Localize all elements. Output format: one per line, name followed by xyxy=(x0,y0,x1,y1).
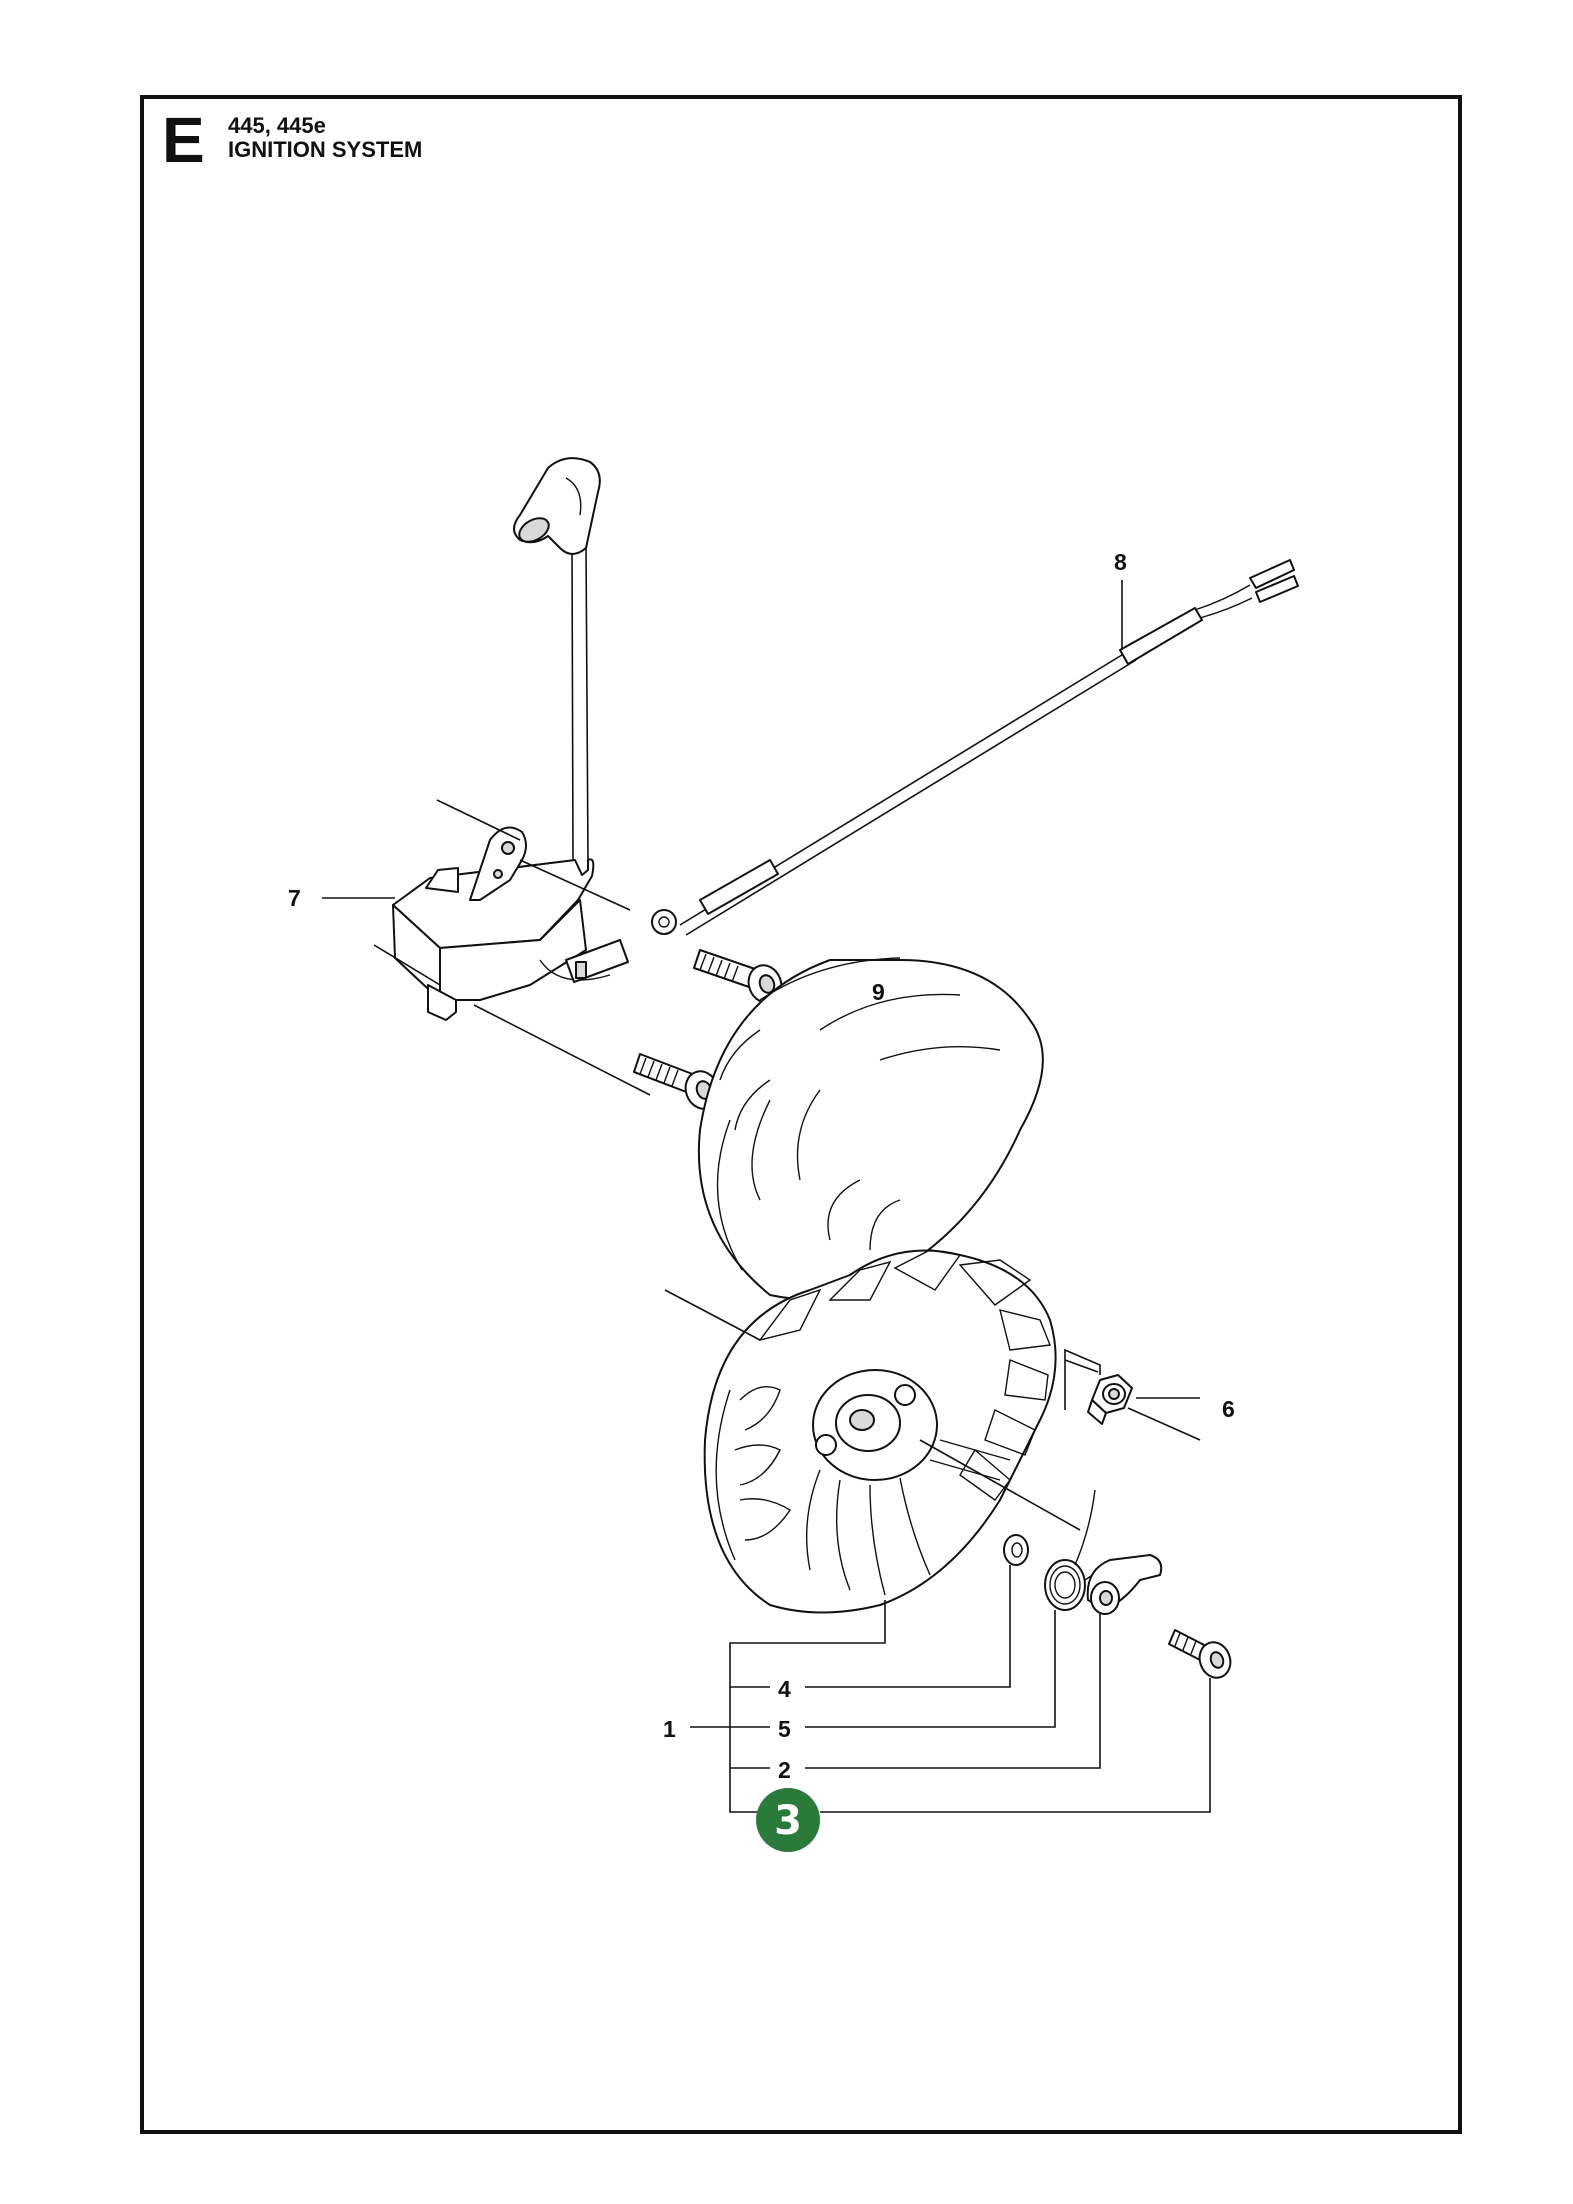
flywheel-nut xyxy=(1087,1374,1133,1425)
screw-lower xyxy=(633,1053,720,1110)
flywheel-body xyxy=(703,1249,1057,1614)
pawl xyxy=(1086,1554,1163,1615)
callout-6: 6 xyxy=(1222,1396,1235,1422)
callout-8: 8 xyxy=(1114,549,1127,575)
callout-1: 1 xyxy=(663,1716,676,1742)
model-numbers: 445, 445e xyxy=(228,113,326,138)
callout-3-badge xyxy=(756,1788,820,1852)
ignition-module xyxy=(392,457,629,1021)
callout-3: 3 xyxy=(774,1798,802,1844)
section-title: IGNITION SYSTEM xyxy=(228,137,423,162)
callout-9: 9 xyxy=(872,979,885,1005)
flywheel xyxy=(697,957,1044,1301)
pawl-screw xyxy=(1168,1629,1232,1679)
diagram-frame xyxy=(140,95,1462,2134)
callout-bracket xyxy=(690,1565,1211,1813)
callout-7: 7 xyxy=(288,885,301,911)
washer xyxy=(1003,1534,1029,1566)
callout-5: 5 xyxy=(778,1716,791,1742)
spring xyxy=(1044,1489,1105,1611)
callout-2: 2 xyxy=(778,1757,791,1783)
callout-4: 4 xyxy=(778,1676,791,1702)
section-letter: E xyxy=(162,104,205,176)
wire-harness xyxy=(651,559,1299,936)
